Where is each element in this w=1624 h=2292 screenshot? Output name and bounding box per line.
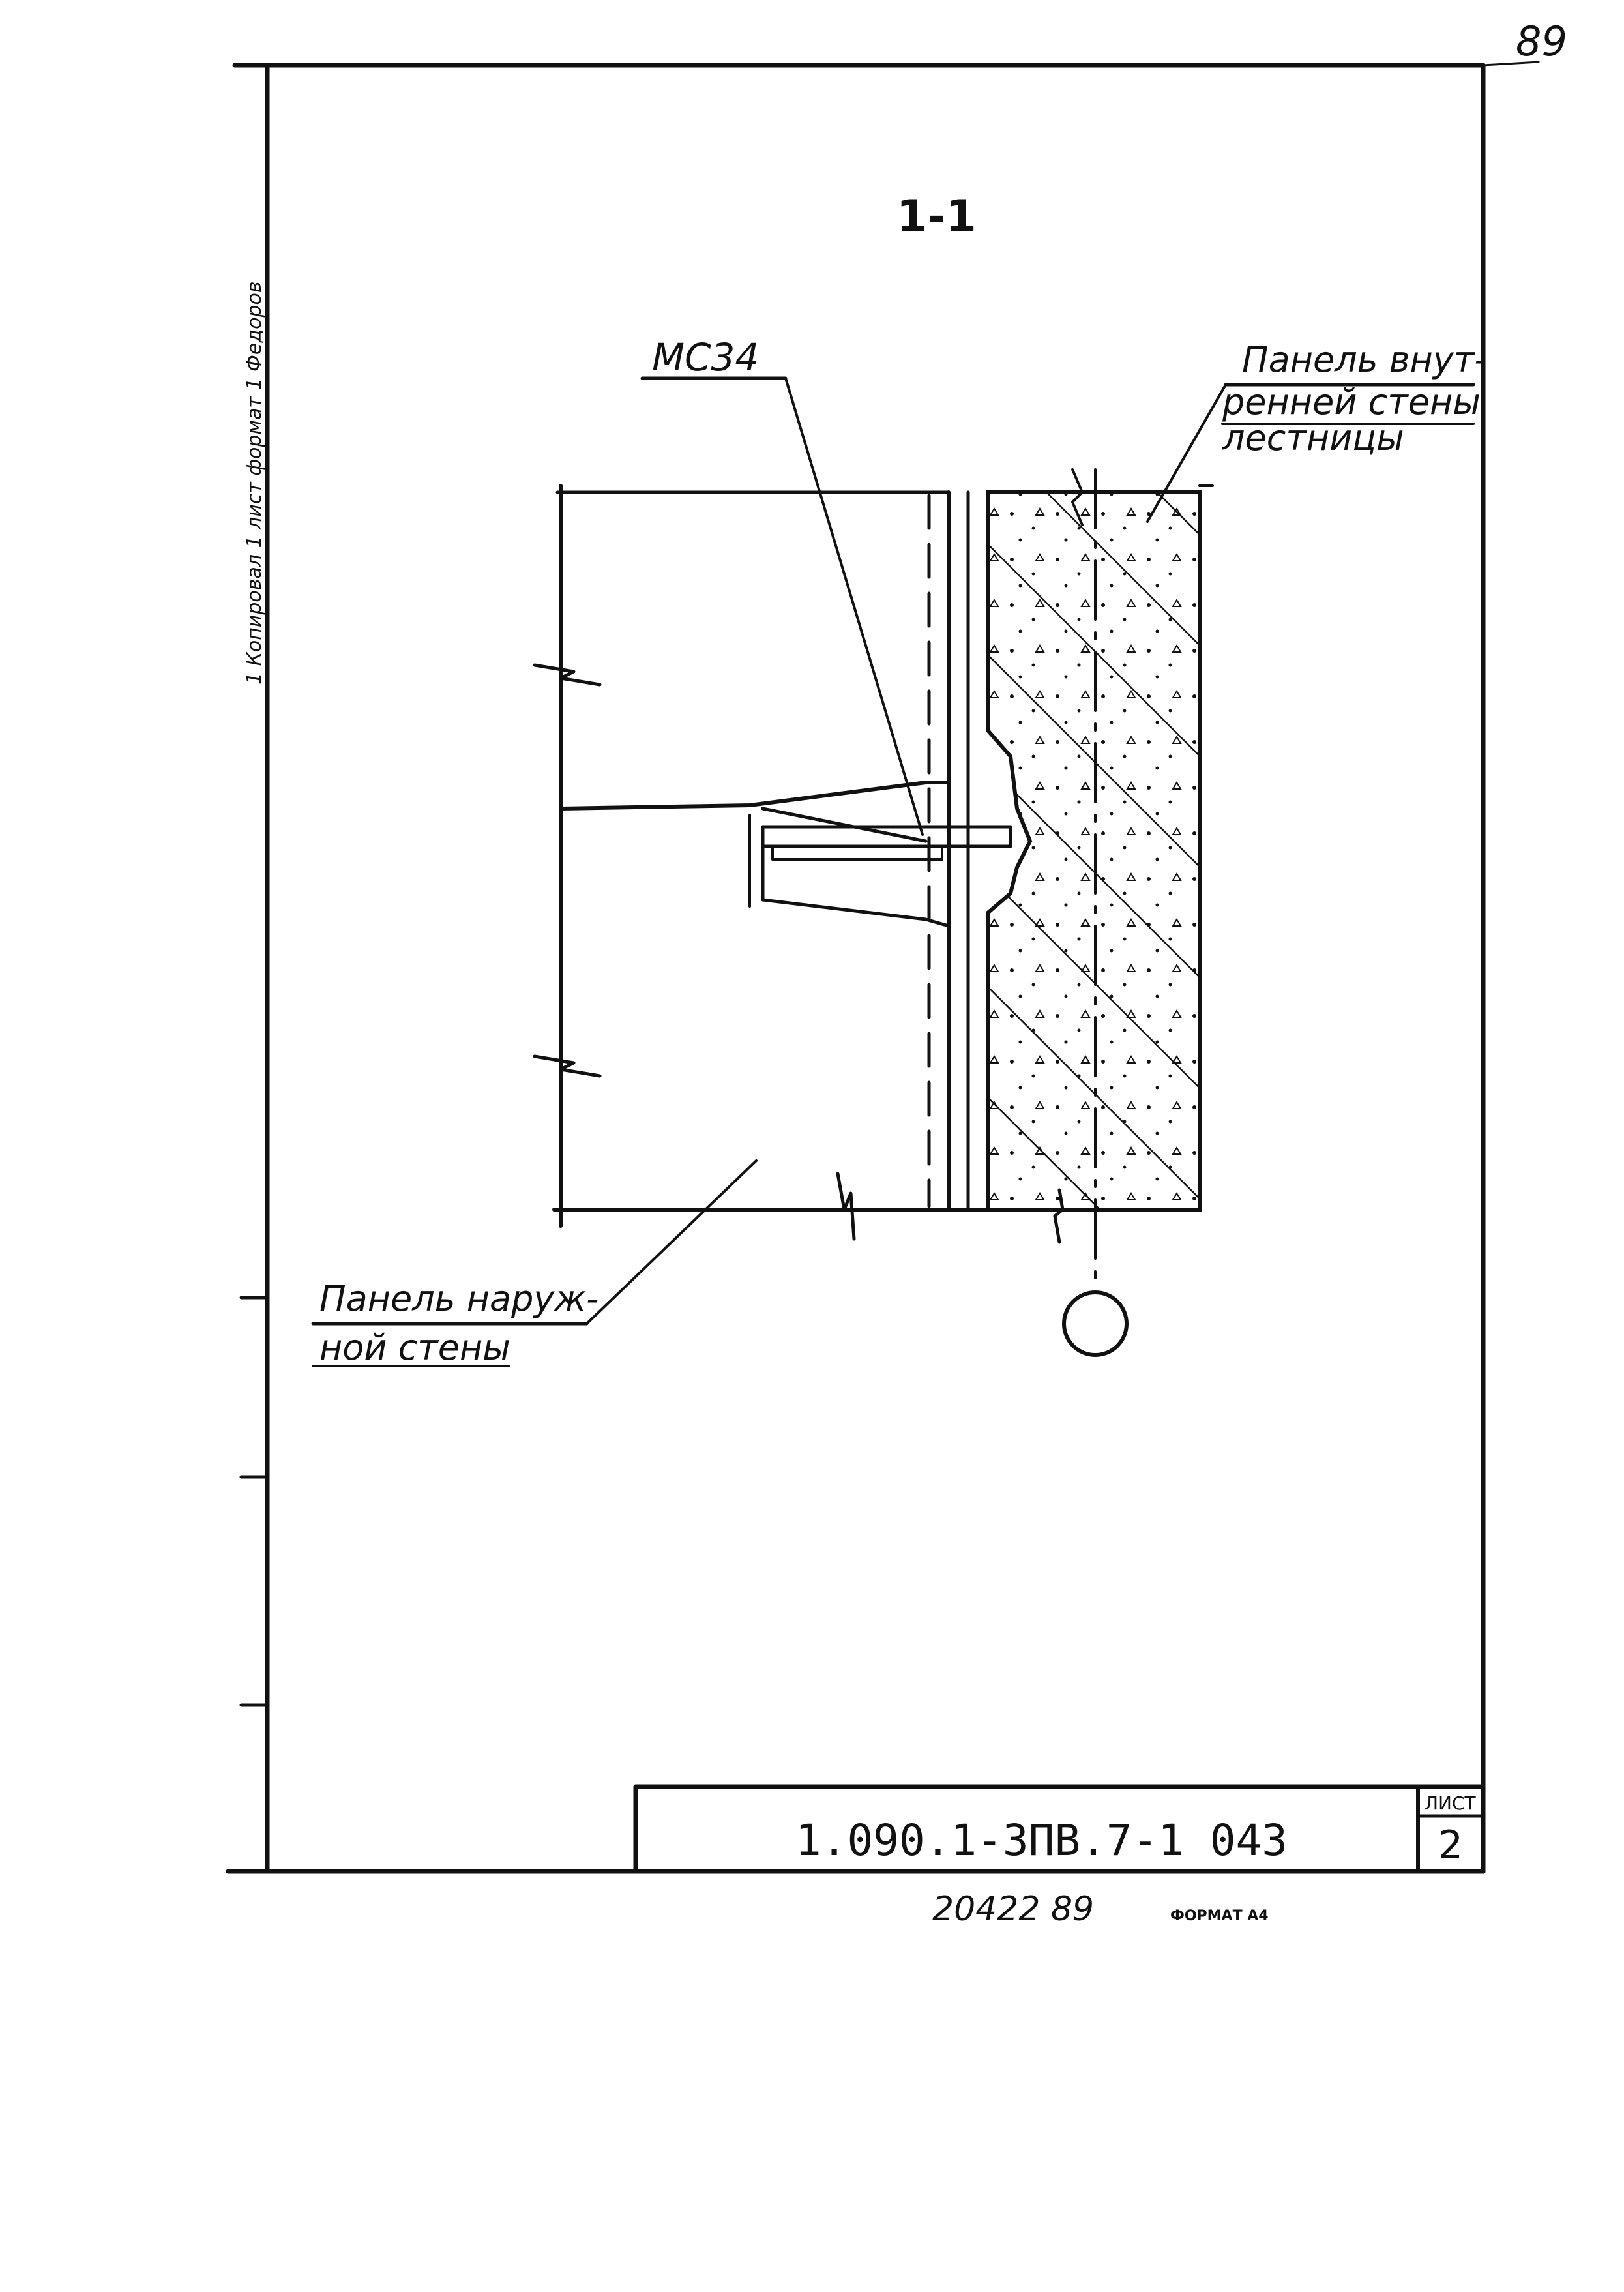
sheet-frame: [226, 61, 1540, 1874]
title-sheet-label: ЛИСТ: [1425, 1793, 1477, 1814]
archive-number: 20422 89: [932, 1890, 1094, 1929]
title-block: [633, 1784, 1486, 1874]
title-designation: 1.090.1-3ПВ.7-1 043: [795, 1815, 1288, 1866]
axis-marker-circle: [1062, 1290, 1129, 1357]
callout-outer-panel-line2: ной стены: [319, 1327, 510, 1368]
callout-outer-panel: Панель наруж- ной стены: [312, 1278, 599, 1368]
callout-mc34: МС34: [652, 335, 759, 380]
section-label: 1-1: [896, 191, 977, 243]
callout-inner-panel-line1: Панель внут-: [1242, 339, 1487, 380]
format-label: ФОРМАТ А4: [1170, 1908, 1269, 1924]
callout-outer-panel-line1: Панель наруж-: [319, 1278, 599, 1319]
corner-sheet-number: 89: [1516, 18, 1567, 65]
title-sheet-number: 2: [1438, 1823, 1463, 1868]
side-strip-text: 1 Копировал 1 лист формат 1 Федоров: [243, 281, 266, 685]
callout-inner-panel: Панель внут- ренней стены лестницы: [1221, 339, 1487, 458]
section-drawing: [311, 376, 1475, 1357]
callout-inner-panel-line2: ренней стены: [1222, 381, 1481, 423]
